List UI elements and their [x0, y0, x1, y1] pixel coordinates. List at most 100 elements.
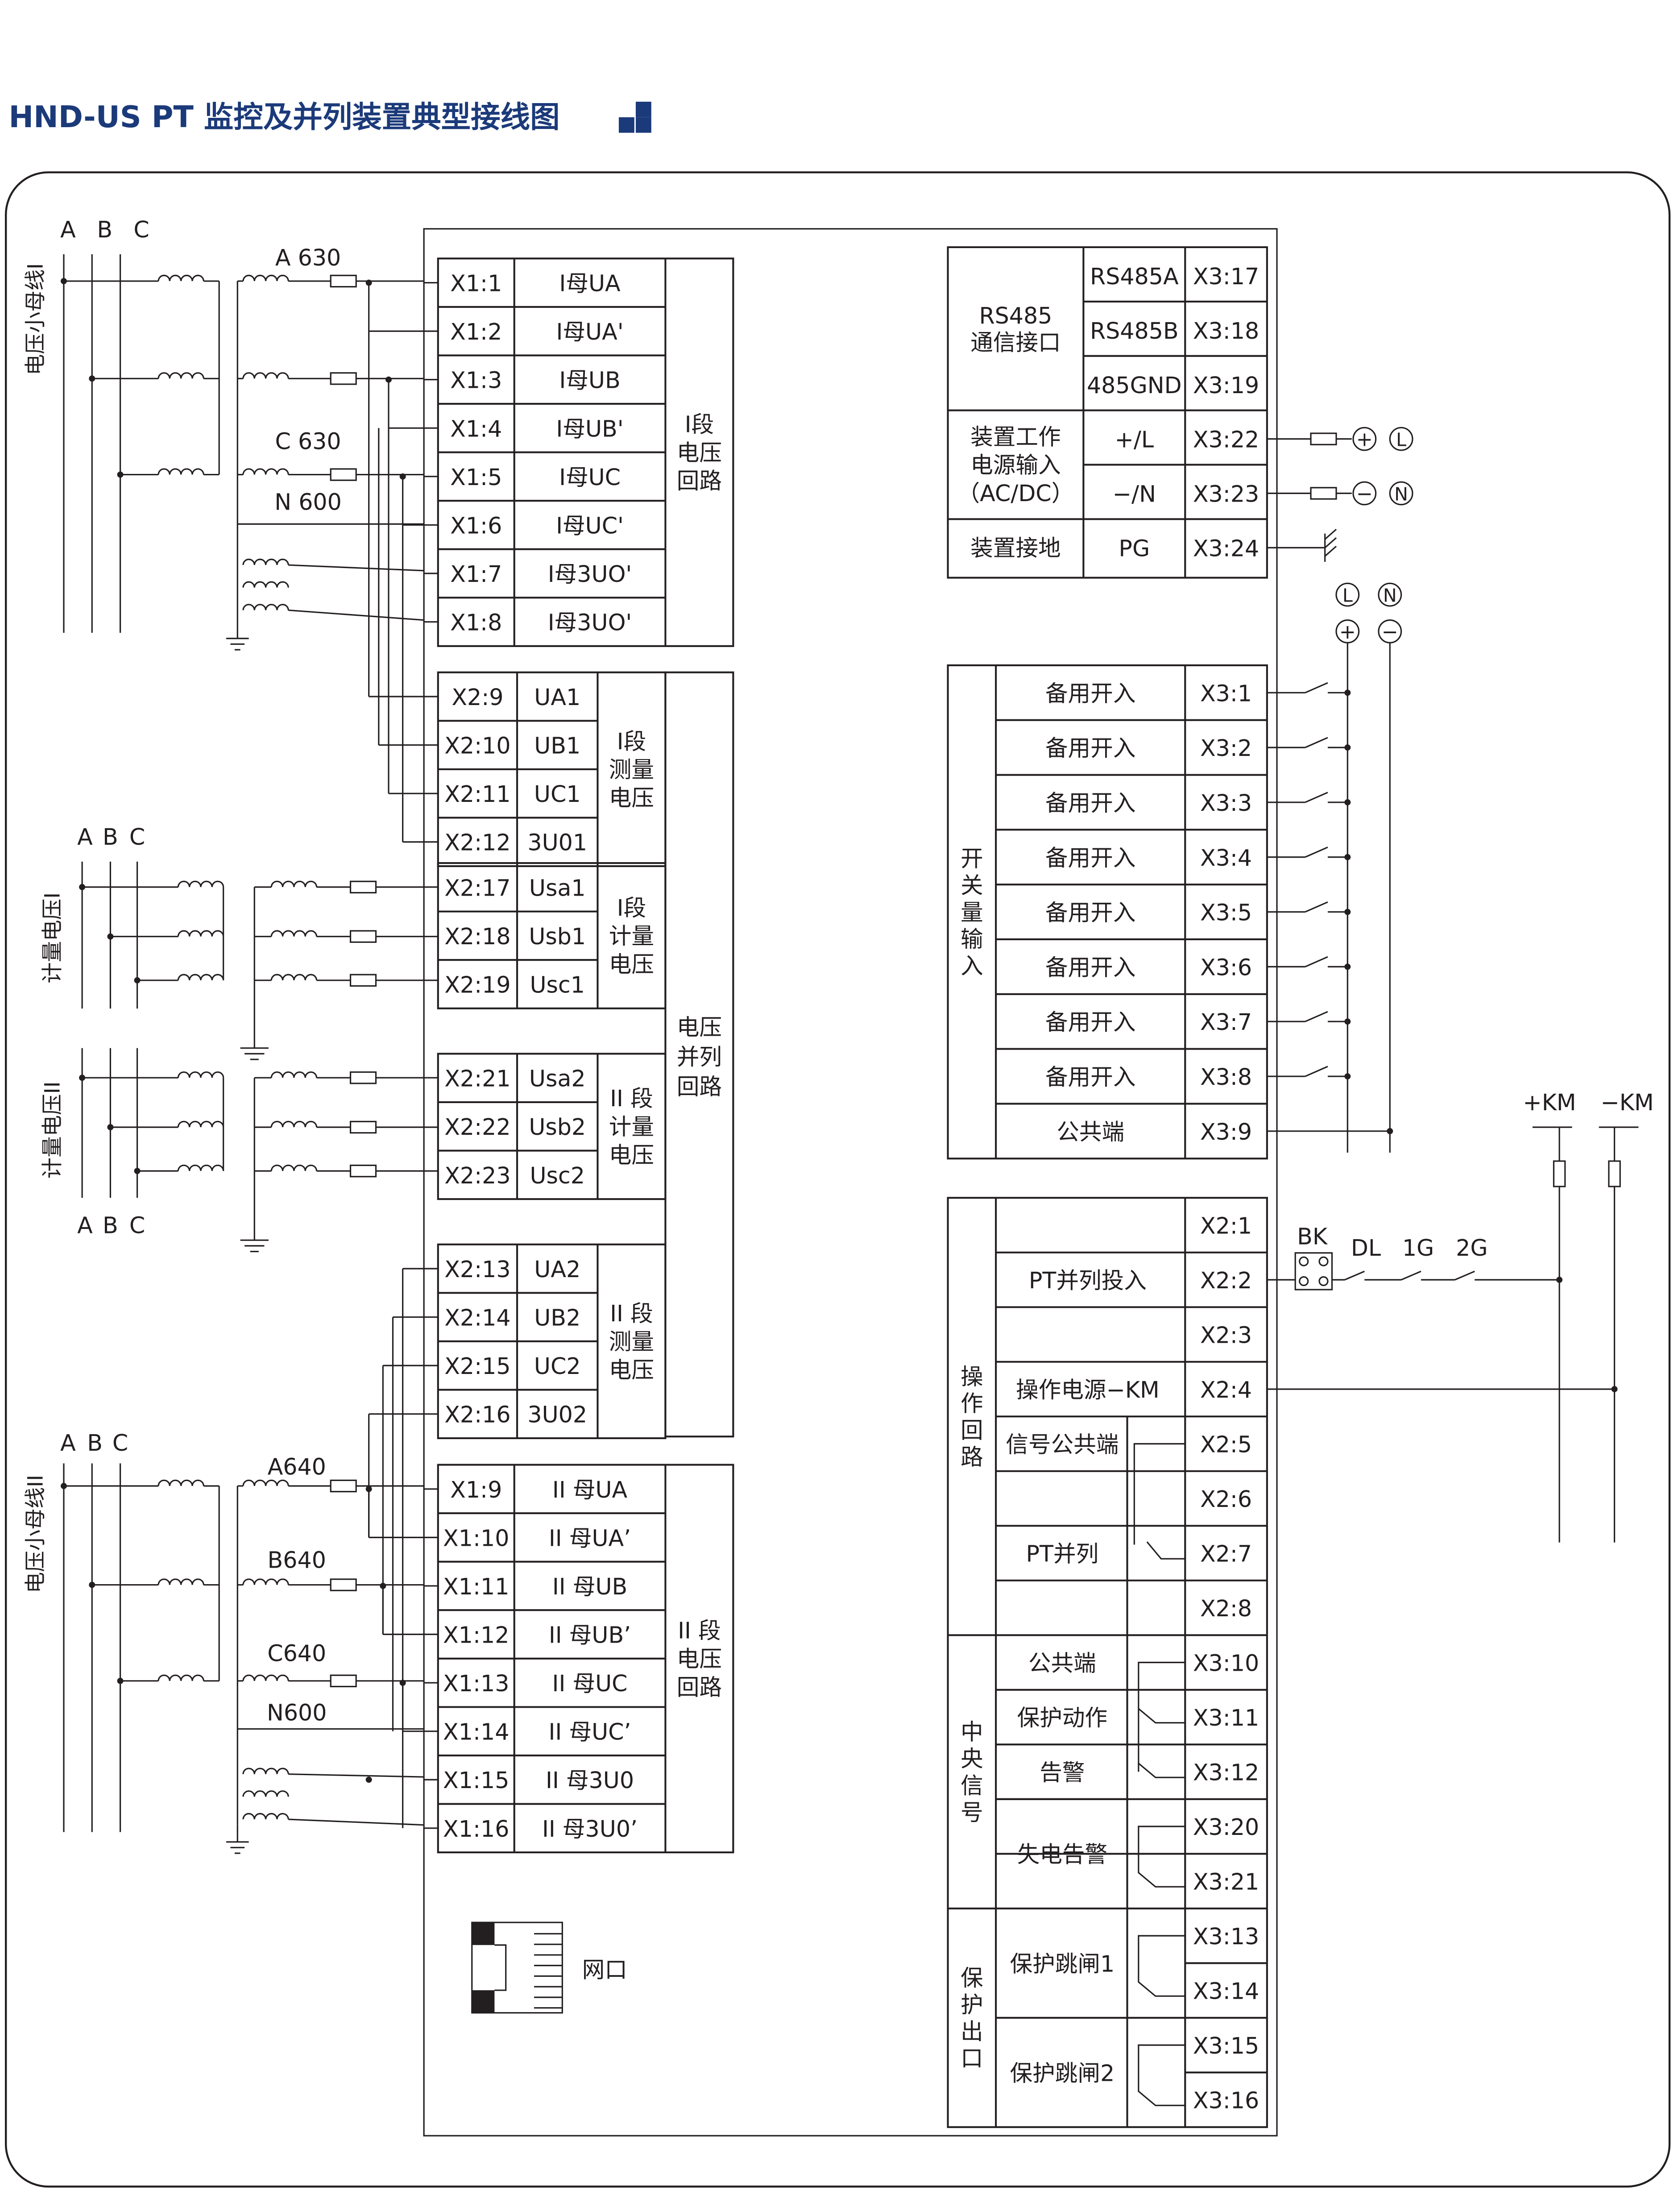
phase-label: B	[103, 1212, 118, 1238]
diagram-title: HND-US PT 监控及并列装置典型接线图	[8, 100, 559, 134]
signal-label: 告警	[1040, 1759, 1085, 1785]
pt-secondary-coil	[242, 1578, 289, 1585]
terminal-signal: PG	[1119, 535, 1150, 561]
terminal-id: X1:16	[443, 1816, 509, 1842]
terminal-signal: II 母UB	[552, 1573, 627, 1600]
open-delta-coil	[242, 1768, 289, 1774]
terminal-id: X1:6	[450, 512, 502, 539]
bk-contact	[1299, 1256, 1309, 1266]
terminal-id: X1:2	[450, 319, 502, 345]
junction-dot	[1344, 1018, 1351, 1025]
protection-label: 保护跳闸2	[1010, 2060, 1115, 2086]
wire	[1324, 529, 1337, 540]
phase-label: C	[129, 1212, 145, 1238]
voltage-parallel-label-line: 回路	[677, 1073, 722, 1100]
fuse	[330, 1578, 357, 1591]
pt-primary-coil	[157, 1578, 204, 1585]
input-name: 公共端	[1057, 1119, 1124, 1145]
junction-dot	[1344, 744, 1351, 751]
terminal-signal: Usb1	[529, 923, 586, 950]
fuse	[349, 930, 377, 943]
pt-primary-coil	[157, 1674, 204, 1681]
side-label: 电压小母线II	[23, 1475, 48, 1593]
pt-primary-coil	[157, 274, 204, 282]
wire	[1324, 546, 1337, 557]
pt-primary-coil	[177, 880, 224, 888]
relay-contact	[1138, 1826, 1185, 1888]
pt-secondary-coil	[270, 974, 318, 980]
terminal-id: X2:13	[444, 1256, 510, 1282]
terminal-id: X2:15	[444, 1353, 510, 1379]
input-name: 备用开入	[1045, 1064, 1136, 1090]
phase-label: B	[87, 1430, 103, 1456]
pt-primary-coil	[157, 372, 204, 379]
relay-contact	[1146, 1541, 1185, 1560]
control-output-table	[947, 1197, 1268, 2128]
power-polarity: −	[1356, 482, 1373, 505]
relay-contact	[1138, 2044, 1185, 2106]
terminal-id: X2:4	[1200, 1377, 1252, 1403]
terminal-id: X2:1	[1200, 1212, 1252, 1239]
voltage-parallel-label-line: 并列	[677, 1044, 722, 1070]
junction-dot	[1387, 1128, 1393, 1134]
power-line: L	[1396, 429, 1406, 450]
switch-contact	[1305, 682, 1328, 693]
terminal-signal: II 母UA	[552, 1477, 628, 1503]
terminal-id: X2:11	[444, 781, 510, 807]
pt-primary-coil	[157, 468, 204, 475]
wire	[1324, 537, 1337, 548]
fuse	[330, 274, 357, 288]
group-label-line: 开	[961, 846, 983, 872]
junction-dot	[1611, 1386, 1618, 1392]
terminal-id: X3:22	[1193, 427, 1259, 453]
terminal-id: X2:7	[1200, 1540, 1252, 1567]
terminal-id: X2:3	[1200, 1322, 1252, 1348]
pt-primary-coil	[177, 1121, 224, 1128]
group-label-line: 央	[961, 1746, 983, 1772]
terminal-signal: II 母UA’	[549, 1525, 631, 1551]
group-label-line: II 段	[610, 1085, 653, 1112]
pt-secondary-coil	[270, 1121, 318, 1128]
fuse	[349, 1121, 377, 1134]
fuse	[349, 1164, 377, 1178]
terminal-signal: 485GND	[1087, 372, 1182, 398]
km-label: +KM	[1523, 1089, 1576, 1116]
g1-label: 1G	[1402, 1235, 1434, 1261]
terminal-circle	[1335, 582, 1360, 607]
junction-dot	[1556, 1277, 1563, 1283]
terminal-id: X2:8	[1200, 1595, 1252, 1622]
terminal-id: X3:6	[1200, 954, 1252, 980]
junction-dot	[385, 376, 392, 383]
junction-dot	[1344, 799, 1351, 805]
terminal-signal: I母UA	[559, 270, 621, 297]
group-label-line: 中	[961, 1719, 983, 1745]
terminal-id: X2:16	[444, 1402, 510, 1428]
input-name: 备用开入	[1045, 845, 1136, 871]
group-label-line: 电压	[609, 1357, 654, 1383]
terminal-signal: II 母UC	[552, 1670, 628, 1697]
terminal-id: X3:2	[1200, 735, 1252, 761]
terminal-signal: UA1	[534, 684, 580, 710]
title-mark	[635, 101, 651, 117]
terminal-signal: Usc1	[530, 971, 585, 998]
relay-contact	[1138, 1763, 1185, 1778]
voltage-parallel-label-line: 电压	[677, 1014, 722, 1040]
phase-label: A	[77, 1212, 93, 1238]
fuse	[330, 468, 357, 481]
pt-label: N 600	[274, 489, 342, 515]
pt-secondary-coil	[270, 880, 318, 888]
bk-label: BK	[1297, 1224, 1328, 1250]
group-label-line: 电压	[609, 951, 654, 977]
group-label-line: 电压	[609, 1142, 654, 1168]
op-label: 信号公共端	[1006, 1431, 1119, 1457]
group-label-line: 作	[961, 1390, 983, 1416]
terminal-signal: I母UC	[559, 464, 621, 490]
bk-contact	[1318, 1276, 1329, 1287]
pt-secondary-coil	[242, 468, 289, 475]
group-label-line: 装置工作	[970, 423, 1061, 450]
